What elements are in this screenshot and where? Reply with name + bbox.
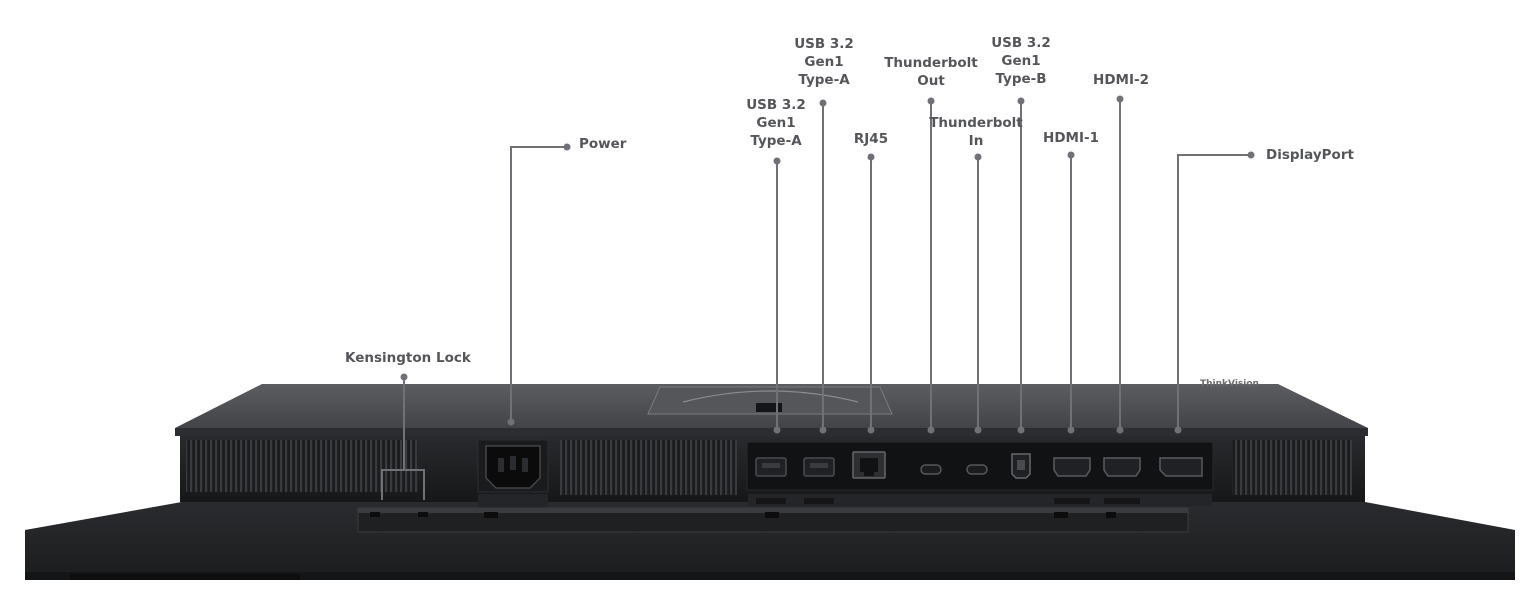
label-hdmi-2: HDMI-2: [1093, 72, 1149, 88]
thunderbolt-in-port: [966, 464, 988, 475]
leader-dots: [400, 95, 1255, 434]
thunderbolt-out-port: [920, 464, 942, 475]
label-usb-b: USB 3.2 Gen1 Type-B: [991, 35, 1051, 87]
label-usb-a-1: USB 3.2 Gen1 Type-A: [746, 97, 806, 149]
lower-hardware: [357, 494, 1212, 533]
label-kensington-lock: Kensington Lock: [345, 350, 471, 366]
label-power: Power: [579, 136, 627, 152]
label-hdmi-1: HDMI-1: [1043, 130, 1099, 146]
displayport-port: [1159, 457, 1203, 477]
label-rj45: RJ45: [853, 131, 889, 147]
label-thunderbolt-out: Thunderbolt Out: [884, 55, 978, 89]
leader-lines: [381, 99, 1251, 500]
hdmi-2-port: [1103, 457, 1141, 477]
port-panel: [746, 441, 1214, 491]
hdmi-1-port: [1053, 457, 1091, 477]
vent-grilles: [186, 440, 1352, 495]
brand-logo-text: ThinkVision: [1200, 379, 1259, 389]
power-socket: [477, 439, 549, 493]
label-thunderbolt-in: Thunderbolt In: [929, 115, 1023, 149]
label-usb-a-2: USB 3.2 Gen1 Type-A: [794, 36, 854, 88]
label-displayport: DisplayPort: [1266, 147, 1354, 163]
